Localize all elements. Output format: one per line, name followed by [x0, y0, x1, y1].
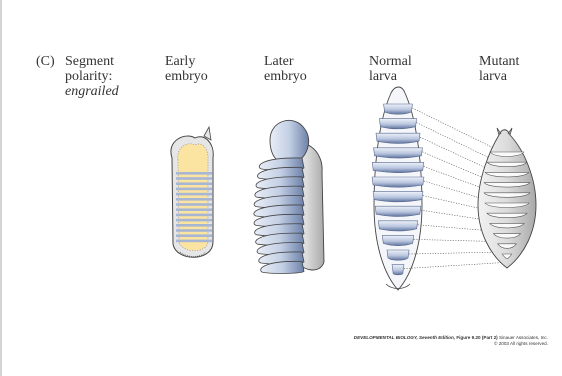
normal-larva-band [372, 162, 424, 172]
correspondence-line [422, 152, 486, 179]
correspondence-line [404, 262, 506, 268]
early-stripe [176, 240, 212, 243]
correspondence-line [420, 137, 488, 169]
normal-larva-band [373, 192, 423, 202]
mutant-larva [478, 128, 536, 268]
early-stripe [176, 219, 212, 222]
credit-copyright: © 2003 All rights reserved. [354, 341, 548, 347]
normal-larva-band [382, 235, 413, 245]
early-embryo [171, 127, 213, 257]
early-stripe [176, 182, 212, 185]
early-stripe [176, 193, 212, 196]
normal-larva [372, 87, 424, 290]
early-stripe [176, 214, 212, 217]
later-embryo [254, 120, 324, 273]
normal-larva-band [392, 265, 404, 275]
normal-larva-band [387, 250, 409, 260]
early-stripe [176, 188, 212, 191]
credit-book: DEVELOPMENTAL BIOLOGY, Seventh Edition, [354, 335, 455, 340]
correspondence-line [424, 166, 486, 189]
early-stripe [176, 198, 212, 201]
normal-larva-band [376, 133, 420, 143]
correspondence-line [409, 252, 503, 254]
early-stripe [176, 229, 212, 232]
early-stripe [176, 177, 212, 180]
early-stripe [176, 172, 212, 175]
early-stripe [176, 208, 212, 211]
normal-larva-band [379, 119, 416, 129]
normal-larva-band [375, 206, 421, 216]
early-stripe [176, 203, 212, 206]
credit-figure: Figure 9.20 (Part 2) [456, 335, 497, 340]
normal-larva-band [374, 148, 423, 158]
early-stripe [176, 234, 212, 237]
normal-larva-band [372, 177, 424, 187]
credit-publisher: Sinauer Associates, Inc. [499, 335, 548, 340]
correspondence-line [412, 108, 493, 148]
figure-credit: DEVELOPMENTAL BIOLOGY, Seventh Edition, … [354, 335, 548, 347]
normal-larva-band [378, 221, 417, 231]
correspondence-line [424, 181, 487, 200]
early-stripe [176, 224, 212, 227]
normal-larva-band [384, 104, 413, 114]
